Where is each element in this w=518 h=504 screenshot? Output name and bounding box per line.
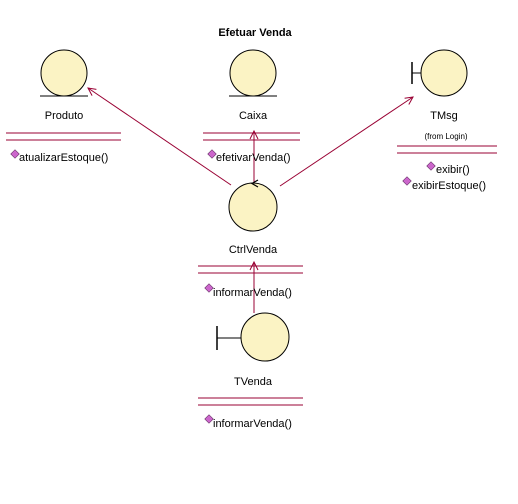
link-ctrlvenda-tmsg [279,96,414,187]
operation-label: exibir() [436,164,470,176]
operation-label: informarVenda() [213,287,292,299]
object-name: TMsg [430,110,458,122]
operation-icon [10,149,20,159]
control-icon [228,182,278,232]
operation-icon [204,283,214,293]
arrowhead-caixa [249,129,259,140]
link-ctrlvenda-produto [87,87,232,186]
object-caixa[interactable]: Caixa efetivarVenda() [203,49,300,164]
operation-label: exibirEstoque() [412,180,486,192]
object-name: Caixa [239,110,268,122]
entity-icon [40,49,88,97]
operation-icon [426,161,436,171]
links [87,87,414,313]
operation-list: informarVenda() [204,283,292,299]
operation-label: informarVenda() [213,418,292,430]
package-note: (from Login) [424,132,467,141]
arrowhead-produto [87,87,97,96]
entity-icon [229,49,277,97]
arrowhead-tmsg [404,96,414,105]
object-tvenda[interactable]: TVenda informarVenda() [198,312,303,430]
control-arrowhead [250,179,259,188]
object-name: CtrlVenda [229,244,278,256]
operation-label: atualizarEstoque() [19,152,108,164]
operation-list: exibir() exibirEstoque() [402,161,486,192]
object-produto[interactable]: Produto atualizarEstoque() [6,49,121,164]
arrowhead-ctrlvenda [249,260,259,271]
object-tmsg[interactable]: TMsg (from Login) exibir() exibirEstoque… [397,49,497,192]
operation-icon [402,176,412,186]
boundary-icon [420,49,468,97]
operation-label: efetivarVenda() [216,152,291,164]
operation-list: efetivarVenda() [207,149,291,164]
operation-icon [207,149,217,159]
object-name: TVenda [234,376,273,388]
operation-list: informarVenda() [204,414,292,430]
diagram-title: Efetuar Venda [218,27,292,39]
object-name: Produto [45,110,84,122]
operation-list: atualizarEstoque() [10,149,108,164]
object-ctrlvenda[interactable]: CtrlVenda informarVenda() [198,179,303,299]
operation-icon [204,414,214,424]
boundary-icon [240,312,290,362]
